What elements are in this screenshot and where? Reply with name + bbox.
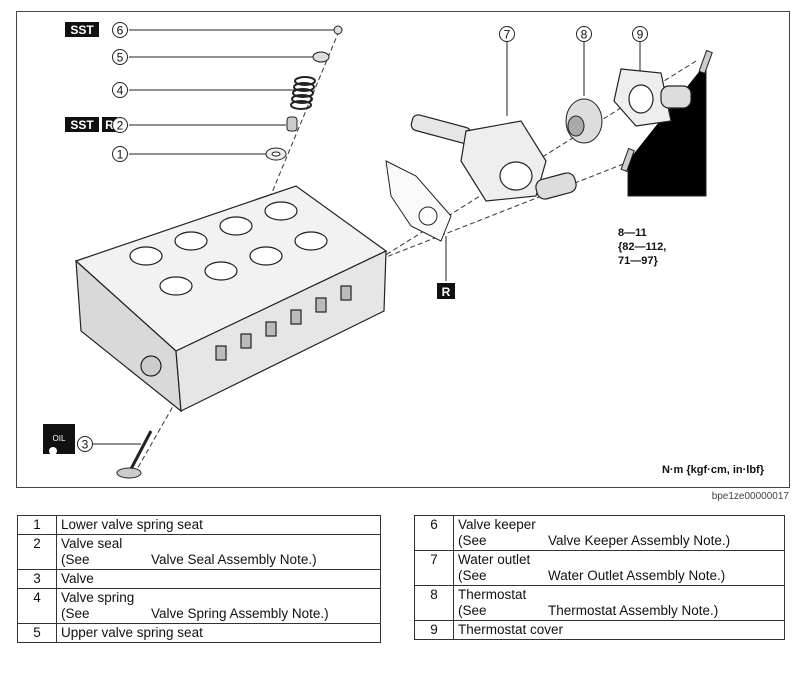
svg-text:{82—112,: {82—112, [618, 241, 666, 253]
callout-3: 3 [77, 436, 93, 452]
callout-4: 4 [112, 82, 128, 98]
valve-seal-part [286, 116, 298, 132]
sst-badge-valve-seal: SST [65, 117, 99, 132]
callout-8: 8 [576, 26, 592, 42]
part-number: 6 [414, 515, 454, 551]
valve-keeper-part [333, 25, 343, 35]
callout-5: 5 [112, 49, 128, 65]
parts-table-left: 1 Lower valve spring seat 2 Valve seal (… [17, 515, 381, 643]
water-outlet-part [410, 114, 577, 202]
part-number: 9 [414, 620, 454, 640]
lower-spring-seat-part [265, 147, 287, 161]
water-outlet-gasket [385, 160, 452, 242]
svg-text:5: 5 [117, 51, 124, 65]
water-outlet-note-link[interactable]: Water Outlet Assembly Note.) [548, 568, 726, 583]
svg-text:OIL: OIL [53, 434, 66, 443]
svg-text:4: 4 [117, 84, 124, 98]
part-number: 1 [17, 515, 57, 535]
callout-numbers: 6 5 4 2 1 3 7 8 9 [77, 22, 648, 452]
valve-spring-note-link[interactable]: Valve Spring Assembly Note.) [151, 606, 329, 621]
part-number: 3 [17, 569, 57, 589]
valve-keeper-note-link[interactable]: Valve Keeper Assembly Note.) [548, 533, 731, 548]
svg-text:6: 6 [117, 24, 124, 38]
part-number: 8 [414, 585, 454, 621]
valve-seal-note-link[interactable]: Valve Seal Assembly Note.) [151, 552, 317, 567]
table-row: 3 Valve [17, 569, 381, 589]
table-row: 9 Thermostat cover [414, 620, 785, 640]
thermostat-part [565, 98, 603, 144]
callout-1: 1 [112, 146, 128, 162]
svg-text:8: 8 [581, 28, 588, 42]
svg-text:R: R [105, 118, 114, 132]
figure-code: bpe1ze00000017 [711, 491, 789, 502]
thermostat-cover-part [613, 68, 692, 127]
part-number: 5 [17, 623, 57, 643]
part-name: Valve [56, 569, 381, 589]
part-number: 2 [17, 534, 57, 570]
svg-text:2: 2 [117, 119, 124, 133]
callout-7: 7 [499, 26, 515, 42]
thermostat-note-link[interactable]: Thermostat Assembly Note.) [548, 603, 719, 618]
svg-text:8—11: 8—11 [618, 227, 647, 239]
svg-text:9: 9 [637, 28, 644, 42]
bolt-parts [620, 49, 713, 172]
part-name: Lower valve spring seat [56, 515, 381, 535]
units-note: N·m {kgf·cm, in·lbf} [662, 464, 765, 476]
cylinder-head-block [74, 185, 388, 413]
svg-text:1: 1 [117, 148, 124, 162]
svg-text:7: 7 [504, 28, 511, 42]
callout-6: 6 [112, 22, 128, 38]
svg-text:3: 3 [82, 438, 89, 452]
callout-2: 2 [112, 117, 128, 133]
svg-text:71—97}: 71—97} [618, 255, 658, 267]
diagram-frame [16, 11, 790, 488]
svg-text:SST: SST [70, 23, 94, 37]
torque-spec: 8—11 {82—112, 71—97} [618, 227, 666, 267]
valve-part [116, 430, 153, 479]
replace-badge-gasket: R [437, 283, 455, 299]
svg-text:SST: SST [70, 118, 94, 132]
valve-spring-part [290, 76, 316, 110]
part-name: Upper valve spring seat [56, 623, 381, 643]
part-name: Thermostat cover [453, 620, 785, 640]
oil-can-icon: OIL [43, 424, 75, 455]
part-number: 7 [414, 550, 454, 586]
exploded-view-diagram: SST SST R R OIL 6 5 4 2 1 3 7 8 9 8—11 {… [43, 22, 765, 479]
svg-text:R: R [442, 285, 451, 299]
part-number: 4 [17, 588, 57, 624]
callout-9: 9 [632, 26, 648, 42]
upper-spring-seat-part [312, 51, 330, 63]
sst-badge-valve-keeper: SST [65, 22, 99, 37]
table-row: 5 Upper valve spring seat [17, 623, 381, 643]
table-row: 1 Lower valve spring seat [17, 515, 381, 535]
